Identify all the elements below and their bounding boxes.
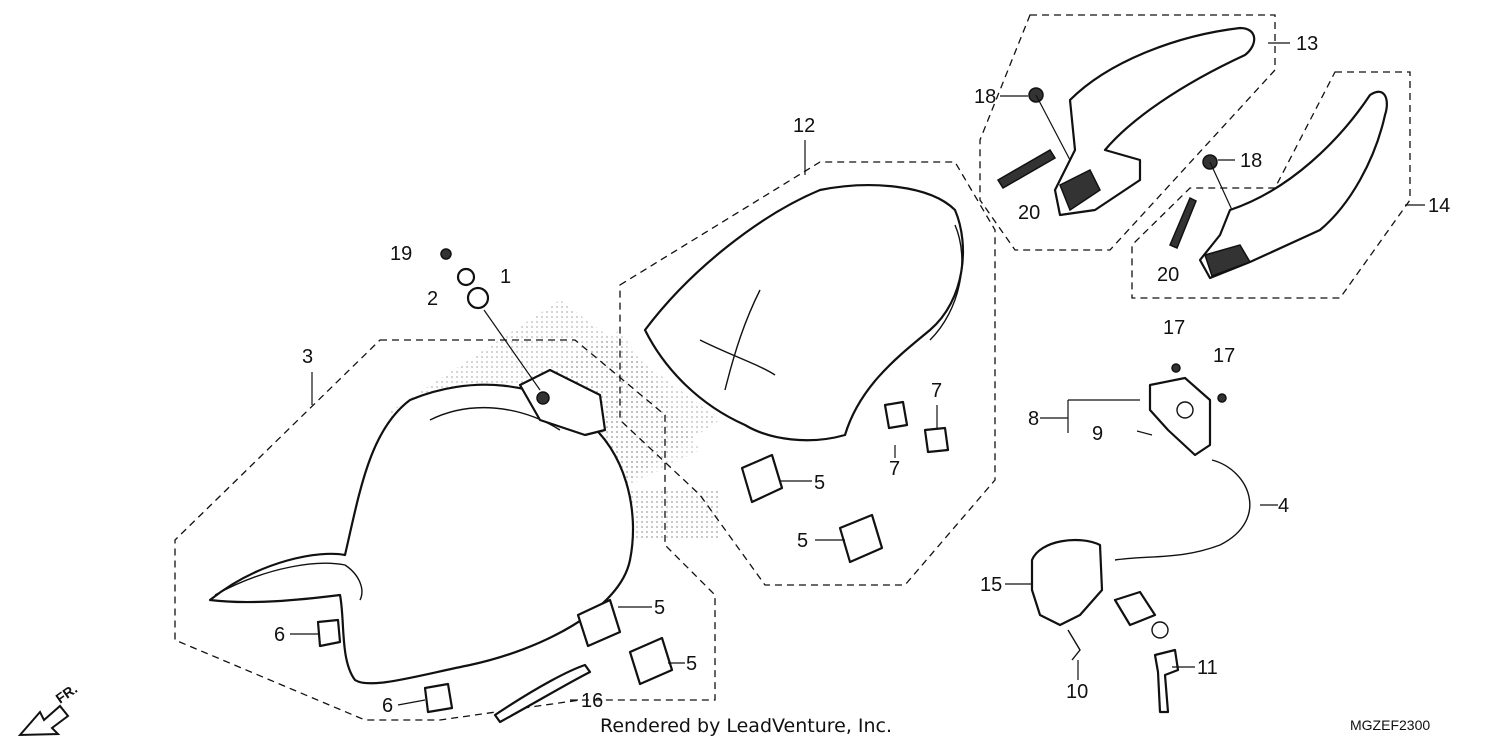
group-outline-rider-seat (174, 339, 716, 721)
grab-rail-left (1169, 90, 1388, 280)
callout-12: 12 (793, 115, 815, 137)
front-direction-arrow: FR. (17, 680, 81, 737)
callout-9: 9 (1092, 423, 1103, 445)
leader-lines (290, 42, 1425, 706)
callout-20-lower: 20 (1157, 264, 1179, 286)
callout-14: 14 (1428, 195, 1450, 217)
callout-2: 2 (427, 288, 438, 310)
callout-6-lower: 6 (382, 695, 393, 717)
group-outline-grab-rail-left (1131, 71, 1411, 299)
grab-rail-right (996, 26, 1256, 217)
callout-1: 1 (500, 266, 511, 288)
callout-15: 15 (980, 574, 1002, 596)
callout-5-pillion-upper: 5 (814, 472, 825, 494)
callout-4: 4 (1278, 495, 1289, 517)
callout-18-lower: 18 (1240, 150, 1262, 172)
seat-lock-assembly (1030, 363, 1251, 714)
callout-7-right: 7 (931, 380, 942, 402)
render-credit: Rendered by LeadVenture, Inc. (600, 715, 892, 737)
rider-seat (208, 368, 635, 685)
callout-17-right: 17 (1213, 345, 1235, 367)
pillion-seat (643, 184, 965, 442)
callout-6-upper: 6 (274, 624, 285, 646)
diagram-code: MGZEF2300 (1350, 717, 1430, 733)
callout-3: 3 (302, 346, 313, 368)
callout-16: 16 (581, 690, 603, 712)
callout-17-left: 17 (1163, 317, 1185, 339)
callout-20-upper: 20 (1018, 202, 1040, 224)
seat-hardware (316, 248, 950, 724)
callout-7-left: 7 (889, 458, 900, 480)
callout-10: 10 (1066, 681, 1088, 703)
callout-13: 13 (1296, 33, 1318, 55)
callout-18-upper: 18 (974, 86, 996, 108)
callout-5-rider-lower: 5 (686, 653, 697, 675)
callout-8: 8 (1028, 408, 1039, 430)
callout-5-pillion-lower: 5 (797, 530, 808, 552)
callout-19: 19 (390, 243, 412, 265)
front-direction-label: FR. (53, 680, 81, 706)
callout-11: 11 (1197, 657, 1218, 679)
group-outline-grab-rail-right (979, 14, 1276, 251)
group-outline-pillion-seat (619, 161, 996, 586)
callout-5-rider-upper: 5 (654, 597, 665, 619)
